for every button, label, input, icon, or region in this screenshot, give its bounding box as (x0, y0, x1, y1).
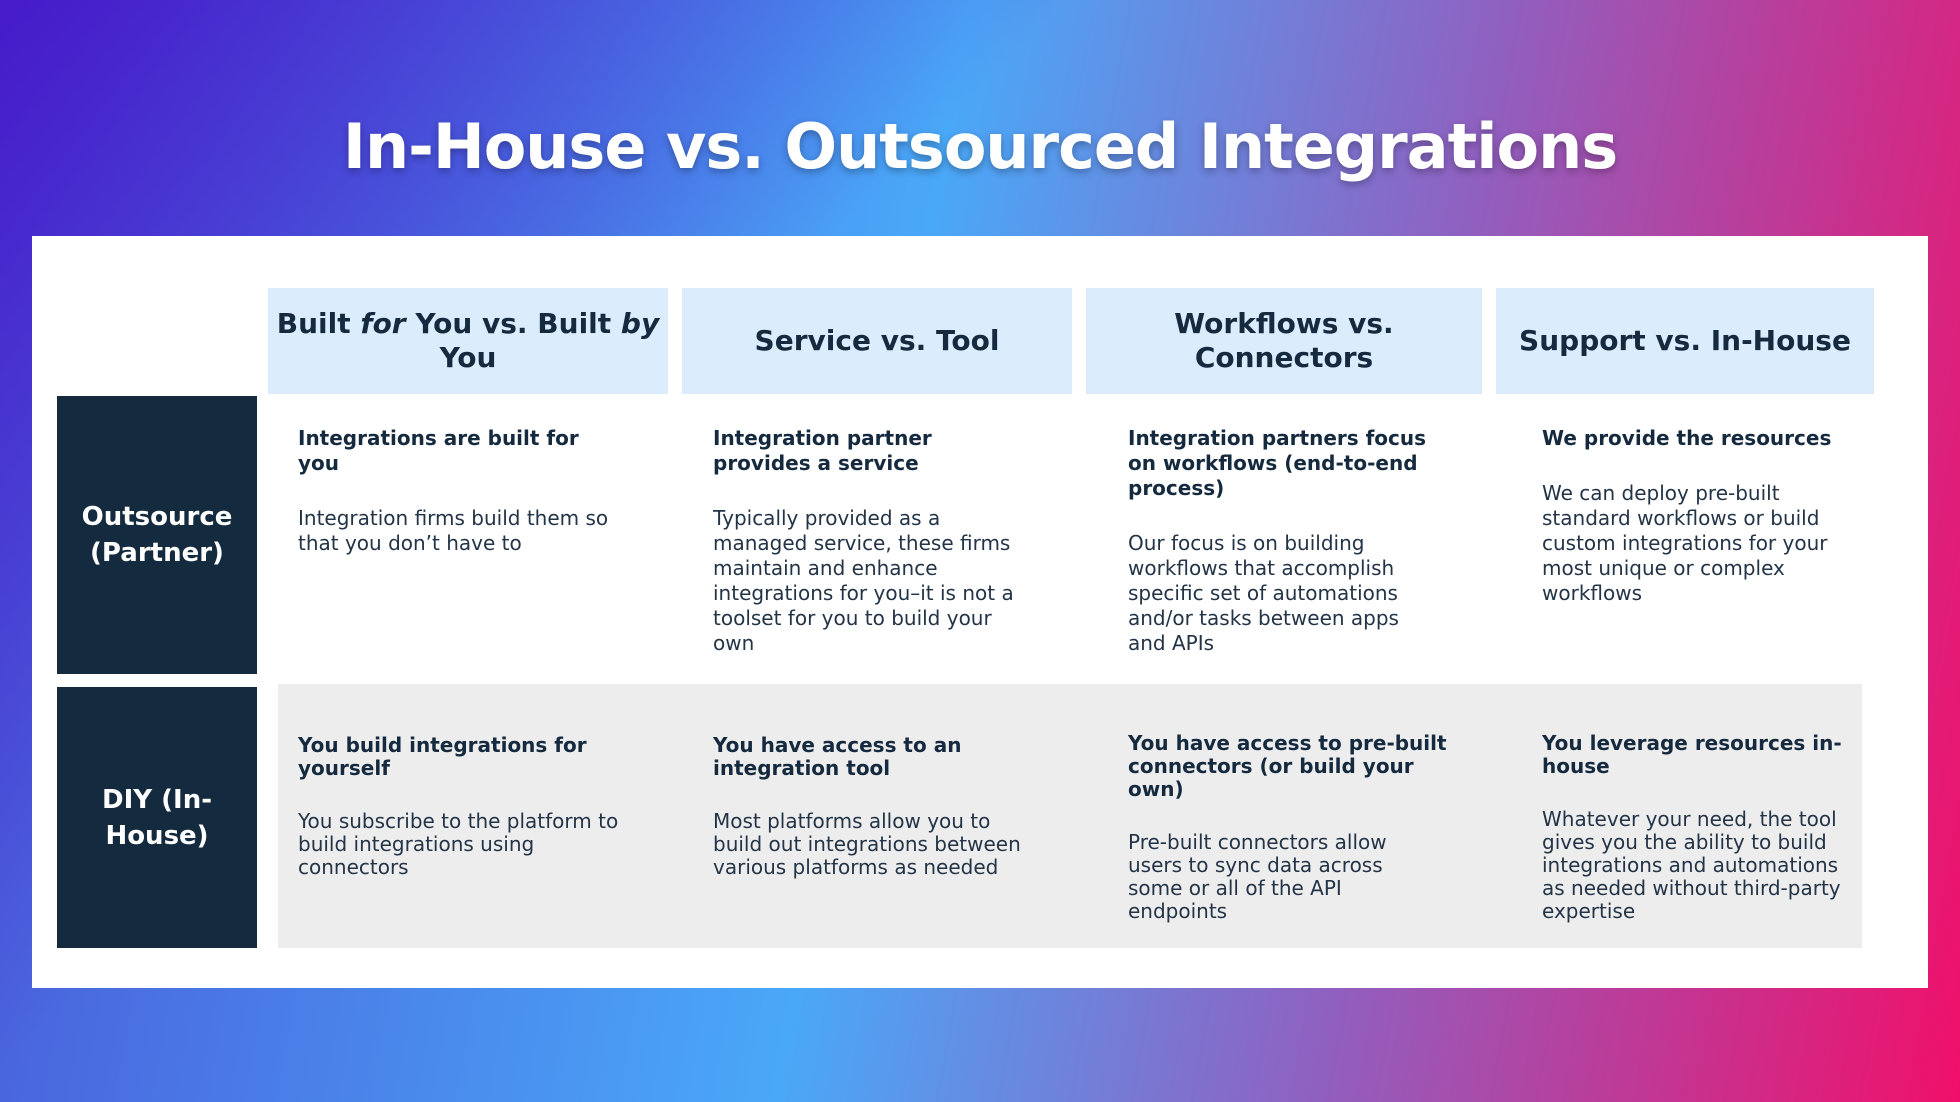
cell-heading: Integration partner provides a service (713, 426, 932, 475)
column-header-workflows-connectors: Workflows vs. Connectors (1086, 288, 1482, 394)
cell-diy-support: You leverage resources in-house Whatever… (1542, 732, 1862, 923)
cell-body: Most platforms allow you to build out in… (713, 809, 1021, 879)
emphasis-for: for (360, 307, 406, 340)
cell-diy-workflows: You have access to pre-built connectors … (1128, 732, 1448, 923)
cell-heading: We provide the resources (1542, 426, 1832, 450)
column-header-built-for-by: Built for You vs. Built by You (268, 288, 668, 394)
diy-row-background (278, 684, 1862, 948)
cell-body: Whatever your need, the tool gives you t… (1542, 807, 1841, 923)
cell-body: Integration firms build them so that you… (298, 506, 609, 555)
cell-outsource-built: Integrations are built for you Integrati… (298, 426, 618, 556)
column-header-service-tool: Service vs. Tool (682, 288, 1072, 394)
cell-heading: You have access to an integration tool (713, 733, 962, 780)
cell-outsource-workflows: Integration partners focus on workflows … (1128, 426, 1448, 656)
cell-heading: You have access to pre-built connectors … (1128, 731, 1447, 801)
cell-body: Pre-built connectors allow users to sync… (1128, 830, 1387, 923)
page-title: In-House vs. Outsourced Integrations (342, 110, 1618, 183)
column-header-support-inhouse: Support vs. In-House (1496, 288, 1874, 394)
cell-heading: You leverage resources in-house (1542, 731, 1842, 778)
cell-heading: Integration partners focus on workflows … (1128, 426, 1427, 500)
row-label-diy: DIY (In-House) (57, 687, 257, 948)
cell-diy-built: You build integrations for yourself You … (298, 734, 618, 879)
cell-diy-service: You have access to an integration tool M… (713, 734, 1033, 879)
cell-body: We can deploy pre-built standard workflo… (1542, 481, 1828, 605)
cell-outsource-support: We provide the resources We can deploy p… (1542, 426, 1862, 606)
comparison-table: Built for You vs. Built by You Service v… (32, 236, 1928, 988)
cell-body: Our focus is on building workflows that … (1128, 531, 1399, 655)
cell-body: Typically provided as a managed service,… (713, 506, 1014, 655)
emphasis-by: by (620, 307, 660, 340)
cell-outsource-service: Integration partner provides a service T… (713, 426, 1033, 656)
cell-heading: Integrations are built for you (298, 426, 579, 475)
cell-body: You subscribe to the platform to build i… (298, 809, 619, 879)
cell-heading: You build integrations for yourself (298, 733, 587, 780)
row-label-outsource: Outsource (Partner) (57, 396, 257, 674)
